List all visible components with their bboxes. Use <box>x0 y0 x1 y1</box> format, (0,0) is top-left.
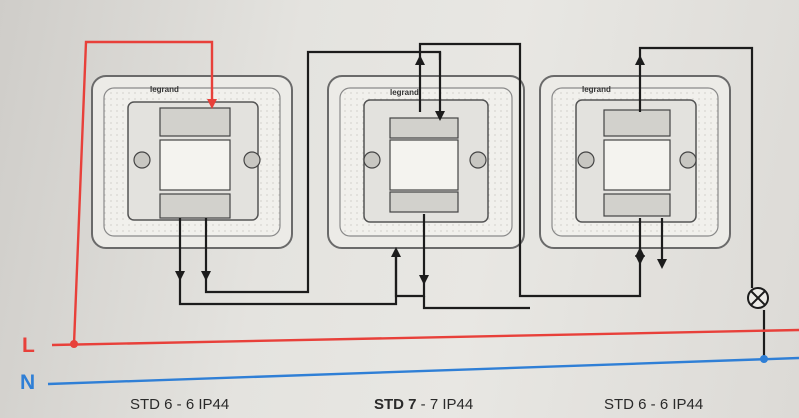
switch-2-screw-left <box>363 151 381 169</box>
switch-1-brand: legrand <box>150 85 179 94</box>
switch-3-screw-left <box>577 151 595 169</box>
wire-traveler-d <box>422 296 530 310</box>
line-N <box>47 355 799 386</box>
switch-2-terminal-top <box>389 117 459 139</box>
switch-2-terminal-bottom <box>389 191 459 213</box>
wire-s2-bottom-join <box>394 252 426 298</box>
wire-traveler-a <box>178 247 401 306</box>
line-L-riser <box>72 40 217 345</box>
switch-1-terminal-bottom <box>159 193 231 219</box>
black-wires <box>175 42 766 358</box>
line-L-main <box>51 328 799 347</box>
wire-traveler-c <box>418 42 645 298</box>
switch-3-screw-right <box>679 151 697 169</box>
switch-1: legrand <box>91 75 293 249</box>
lamp-cross-icon <box>747 287 769 309</box>
line-L-node <box>70 340 78 348</box>
label-L: L <box>22 334 35 357</box>
switch-1-screw-right <box>243 151 261 169</box>
switch-1-terminal-top <box>159 107 231 137</box>
switch-3-brand: legrand <box>582 85 611 94</box>
caption-switch-2: STD 7 - 7 IP44 <box>374 396 474 413</box>
switch-3-rocker <box>603 139 671 191</box>
switch-2-brand: legrand <box>390 88 419 97</box>
line-L <box>51 40 799 348</box>
line-N-main <box>47 356 799 386</box>
caption-switch-3: STD 6 - 6 IP44 <box>604 396 704 413</box>
switch-1-rocker <box>159 139 231 191</box>
wire-s3-to-lamp <box>638 46 754 288</box>
line-N-node <box>760 355 768 363</box>
switch-3: legrand <box>539 75 731 249</box>
caption-switch-1: STD 6 - 6 IP44 <box>130 396 230 413</box>
switch-1-screw-left <box>133 151 151 169</box>
switch-3-terminal-top <box>603 109 671 137</box>
switch-2-screw-right <box>469 151 487 169</box>
label-N: N <box>20 371 35 394</box>
switch-2: legrand <box>327 75 525 249</box>
switch-2-rocker <box>389 139 459 191</box>
switch-3-terminal-bottom <box>603 193 671 217</box>
